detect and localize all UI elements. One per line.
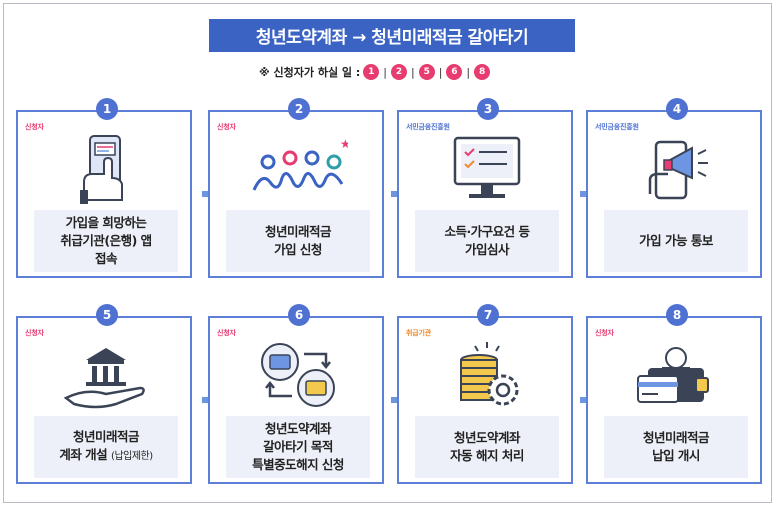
step-role: 신청자	[25, 123, 44, 131]
step-number: 6	[288, 304, 310, 326]
step-number: 8	[666, 304, 688, 326]
step-role: 신청자	[217, 329, 236, 337]
step-card-3: 3 서민금융진흥원 소득·가구요건 등 가입심사	[397, 98, 573, 278]
step-card-7: 7 취급기관 청년도약계좌 자동 해지 처리	[397, 304, 573, 484]
legend-separator: |	[438, 65, 443, 79]
step-label-line: 계좌 개설 (납입제한)	[59, 446, 153, 466]
step-number: 3	[477, 98, 499, 120]
step-label-line: 가입심사	[464, 242, 510, 257]
step-card-6: 6 신청자 청년도약계좌 갈아타기 목적 특별중도해지 신청	[208, 304, 384, 484]
step-label-line: 접속	[94, 251, 118, 266]
legend-step-5: 5	[418, 64, 435, 80]
card-exchange-icon	[261, 343, 335, 407]
step-number: 4	[666, 98, 688, 120]
step-role: 신청자	[217, 123, 236, 131]
step-label-line: 청년미래적금	[642, 430, 710, 445]
step-label-line: 소득·가구요건 등	[444, 224, 530, 239]
legend-step-2: 2	[390, 64, 407, 80]
step-label: 청년도약계좌 갈아타기 목적 특별중도해지 신청	[226, 416, 370, 478]
legend-separator: |	[383, 65, 387, 79]
legend: ※ 신청자가 하실 일 : 1 | 2 | 5 | 6 | 8	[259, 62, 491, 82]
step-label-line: 가입 가능 통보	[639, 233, 713, 248]
step-label-line: 청년도약계좌	[453, 430, 521, 445]
step-label: 가입을 희망하는 취급기관(은행) 앱 접속	[34, 210, 178, 272]
legend-step-1: 1	[363, 64, 380, 80]
step-label-note: (납입제한)	[111, 451, 153, 462]
step-label-line: 가입 신청	[274, 242, 322, 257]
step-label: 소득·가구요건 등 가입심사	[415, 210, 559, 272]
step-label-text: 계좌 개설	[59, 447, 108, 462]
people-link-icon: ★	[252, 137, 348, 191]
phone-tap-icon	[80, 135, 123, 204]
step-role: 취급기관	[406, 329, 431, 337]
legend-separator: |	[410, 65, 415, 79]
step-label: 청년미래적금 가입 신청	[226, 210, 370, 272]
step-label-line: 특별중도해지 신청	[252, 457, 344, 472]
step-label-line: 취급기관(은행) 앱	[60, 233, 152, 248]
step-role: 신청자	[25, 329, 44, 337]
step-card-8: 8 신청자 청년미래적금 납입 개시	[586, 304, 762, 484]
step-label: 청년도약계좌 자동 해지 처리	[415, 416, 559, 478]
bank-hand-icon	[63, 348, 145, 409]
legend-step-8: 8	[474, 64, 491, 80]
megaphone-phone-icon	[648, 140, 708, 200]
step-card-4: 4 서민금융진흥원 가입 가능 통보	[586, 98, 762, 278]
step-label: 청년미래적금 납입 개시	[604, 416, 748, 478]
coins-gear-icon	[460, 342, 519, 406]
step-card-1: 1 신청자 가입을 희망하는 취급기관(은행) 앱 접속	[16, 98, 192, 278]
diagram-title: 청년도약계좌 → 청년미래적금 갈아타기	[209, 19, 575, 52]
step-card-2: 2 신청자 ★ 청년미래적금 가입 신청	[208, 98, 384, 278]
step-label-line: 납입 개시	[652, 448, 700, 463]
legend-step-6: 6	[446, 64, 463, 80]
step-label-line: 가입을 희망하는	[65, 215, 147, 230]
step-label: 가입 가능 통보	[604, 210, 748, 272]
step-role: 서민금융진흥원	[406, 123, 450, 131]
legend-separator: |	[466, 65, 471, 79]
step-label-line: 갈아타기 목적	[263, 439, 333, 454]
step-label-line: 자동 해지 처리	[450, 448, 524, 463]
svg-text:★: ★	[340, 137, 348, 151]
step-number: 5	[96, 304, 118, 326]
wallet-card-icon	[637, 347, 709, 403]
step-label-line: 청년도약계좌	[264, 421, 332, 436]
step-number: 1	[96, 98, 118, 120]
step-role: 서민금융진흥원	[595, 123, 639, 131]
legend-prefix: ※ 신청자가 하실 일 :	[259, 66, 361, 79]
step-label-line: 청년미래적금	[72, 429, 140, 444]
step-card-5: 5 신청자 청년미래적금 계좌 개설 (납입제한)	[16, 304, 192, 484]
step-label-line: 청년미래적금	[264, 224, 332, 239]
step-number: 2	[288, 98, 310, 120]
diagram-frame: 청년도약계좌 → 청년미래적금 갈아타기 ※ 신청자가 하실 일 : 1 | 2…	[3, 3, 772, 503]
step-role: 신청자	[595, 329, 614, 337]
step-label: 청년미래적금 계좌 개설 (납입제한)	[34, 416, 178, 478]
monitor-checklist-icon	[453, 136, 521, 198]
step-number: 7	[477, 304, 499, 326]
